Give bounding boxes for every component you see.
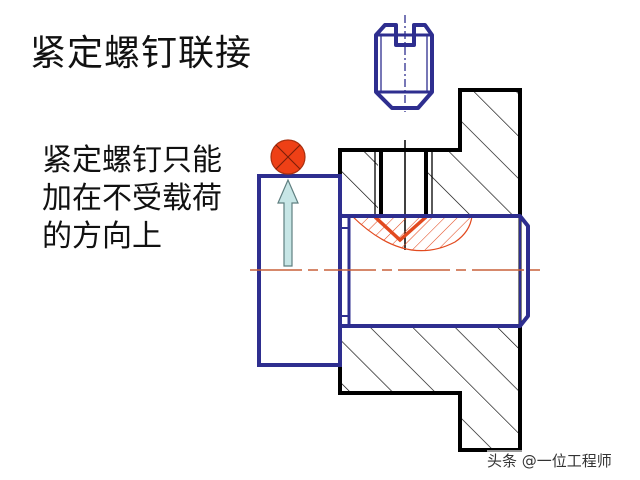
note-line-3: 的方向上 [42,219,162,254]
set-screw [374,15,434,112]
note-line-1: 紧定螺钉只能 [42,143,222,178]
note-line-2: 加在不受载荷 [42,181,222,216]
housing-section [338,88,522,452]
load-marker-icon [270,139,306,175]
slide-title: 紧定螺钉联接 [30,33,253,74]
contact-zone [351,215,473,252]
force-arrow-up-icon [277,178,299,267]
explanation-note: 紧定螺钉只能 加在不受载荷 的方向上 [42,142,222,256]
shaft [340,214,530,328]
watermark: 头条 @一位工程师 [487,450,612,471]
